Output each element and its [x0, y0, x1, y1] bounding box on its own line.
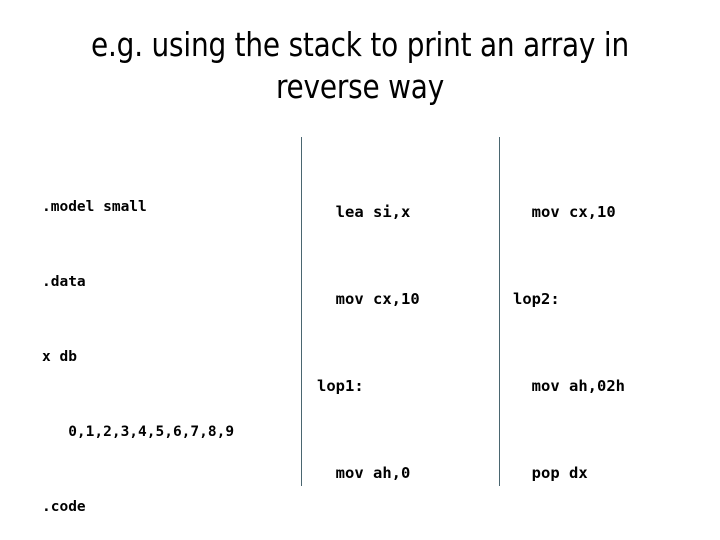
code-line: lop1: — [317, 377, 364, 395]
code-line: x db — [42, 349, 77, 365]
code-line: .code — [42, 499, 86, 515]
column-divider-right — [499, 137, 500, 486]
code-line: lea si,x — [317, 203, 411, 221]
code-line: mov ah,0 — [317, 464, 411, 482]
column-divider-left — [301, 137, 302, 486]
code-line: pop dx — [513, 464, 588, 482]
code-line: mov ah,02h — [513, 377, 625, 395]
page-title: e.g. using the stack to print an array i… — [90, 25, 638, 106]
code-line: .model small — [42, 199, 147, 215]
code-line: mov cx,10 — [513, 203, 616, 221]
code-line: lop2: — [513, 290, 560, 308]
code-line: 0,1,2,3,4,5,6,7,8,9 — [42, 424, 235, 440]
code-block-left: .model small .data x db 0,1,2,3,4,5,6,7,… — [42, 145, 292, 540]
code-line: mov cx,10 — [317, 290, 420, 308]
code-block-right: mov cx,10 lop2: mov ah,02h pop dx add dl… — [513, 140, 708, 540]
code-line: .data — [42, 274, 86, 290]
code-block-middle: lea si,x mov cx,10 lop1: mov ah,0 mov al… — [317, 140, 492, 540]
